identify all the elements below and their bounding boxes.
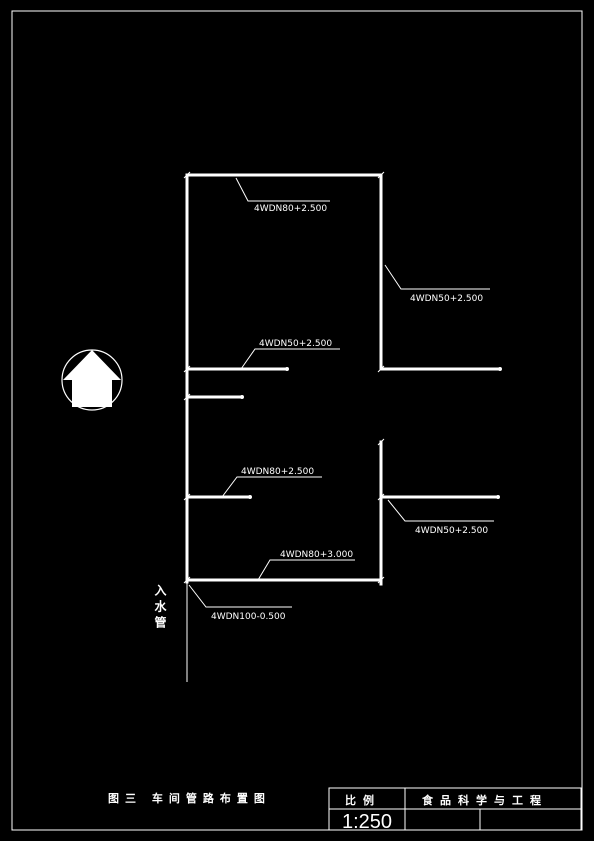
title-block bbox=[328, 787, 582, 831]
north-arrow-icon bbox=[61, 349, 123, 411]
label-right-lower: 4WDN50+2.500 bbox=[415, 526, 488, 536]
inlet-pipe-label: 入水管 bbox=[153, 584, 167, 632]
department-name: 食品科学与工程 bbox=[422, 793, 548, 807]
label-inlet: 4WDN100-0.500 bbox=[211, 612, 286, 622]
label-right-upper: 4WDN50+2.500 bbox=[410, 294, 483, 304]
pipe-network bbox=[185, 173, 499, 682]
label-bottom-main: 4WDN80+3.000 bbox=[280, 550, 353, 560]
label-left-mid: 4WDN80+2.500 bbox=[241, 467, 314, 477]
label-top-main: 4WDN80+2.500 bbox=[254, 204, 327, 214]
scale-value: 1:250 bbox=[342, 811, 392, 833]
pipe-fittings bbox=[183, 171, 502, 584]
label-leaders bbox=[188, 177, 494, 608]
label-left-upper: 4WDN50+2.500 bbox=[259, 339, 332, 349]
drawing-title: 图三 车间管路布置图 bbox=[108, 791, 271, 805]
sheet-border bbox=[11, 10, 583, 831]
scale-label: 比例 bbox=[345, 793, 381, 807]
